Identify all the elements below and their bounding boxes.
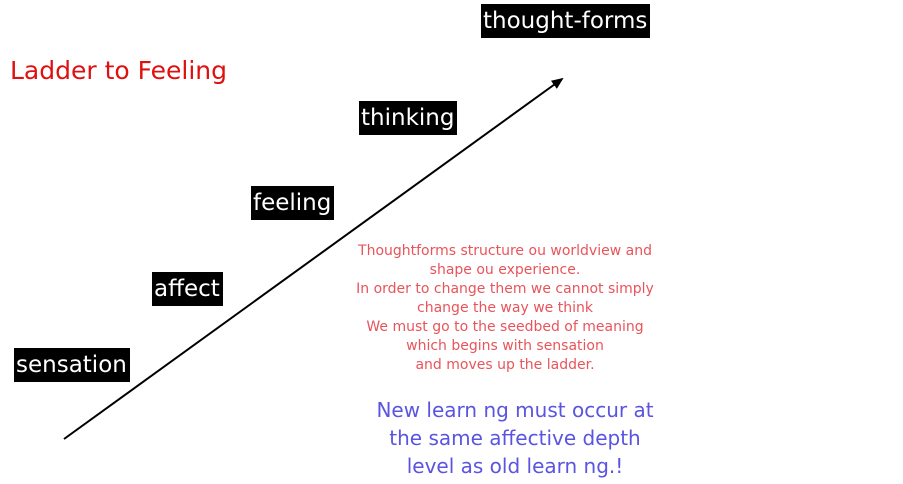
step-feeling: feeling bbox=[251, 186, 335, 220]
emphasis-line: the same affective depth bbox=[389, 426, 641, 450]
step-affect: affect bbox=[152, 272, 223, 306]
note-line: and moves up the ladder. bbox=[415, 357, 595, 373]
explanation-note: Thoughtforms structure ou worldview and … bbox=[350, 242, 660, 375]
note-line: shape ou experience. bbox=[429, 262, 581, 278]
step-sensation: sensation bbox=[14, 348, 130, 382]
note-line: We must go to the seedbed of meaning bbox=[366, 319, 644, 335]
note-line: change the way we think bbox=[417, 300, 593, 316]
diagram-title: Ladder to Feeling bbox=[10, 56, 228, 85]
note-line: In order to change them we cannot simply bbox=[356, 281, 654, 297]
note-line: Thoughtforms structure ou worldview and bbox=[358, 243, 652, 259]
emphasis-note: New learn ng must occur at the same affe… bbox=[360, 396, 670, 480]
emphasis-line: level as old learn ng.! bbox=[406, 454, 624, 478]
step-thinking: thinking bbox=[359, 101, 458, 135]
emphasis-line: New learn ng must occur at bbox=[376, 398, 654, 422]
note-line: which begins with sensation bbox=[406, 338, 604, 354]
step-thought-forms: thought-forms bbox=[481, 4, 651, 38]
